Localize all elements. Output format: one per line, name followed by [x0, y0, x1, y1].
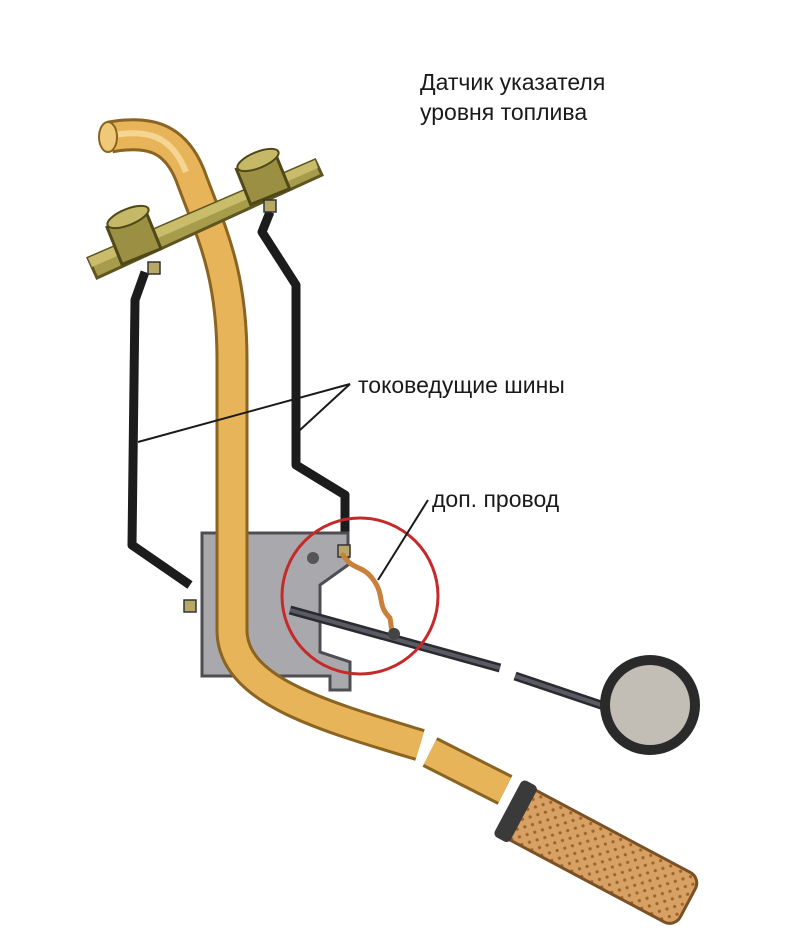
nut: [263, 199, 277, 213]
highlight-circle: [280, 516, 440, 676]
extra-wire: [340, 552, 395, 635]
nut: [147, 261, 161, 275]
title-line-2: уровня топлива: [420, 99, 588, 125]
diagram-title: Датчик указателя уровня топлива: [420, 67, 605, 127]
leader-extra-wire: [377, 499, 429, 581]
nut: [183, 599, 197, 613]
label-extra-wire: доп. провод: [432, 486, 560, 512]
busbar-left: [127, 270, 193, 589]
fuel-filter: [494, 780, 699, 925]
busbar-right: [257, 210, 350, 545]
terminal-left: [105, 204, 163, 267]
terminal-right: [234, 147, 292, 207]
tube-inlet-end: [98, 121, 118, 153]
title-line-1: Датчик указателя: [420, 69, 606, 95]
label-busbars: токоведущие шины: [358, 372, 565, 398]
leader-busbars-left: [137, 383, 351, 443]
wire-contact: [388, 628, 400, 640]
rivet: [307, 552, 319, 564]
leader-busbars-right: [299, 383, 351, 431]
